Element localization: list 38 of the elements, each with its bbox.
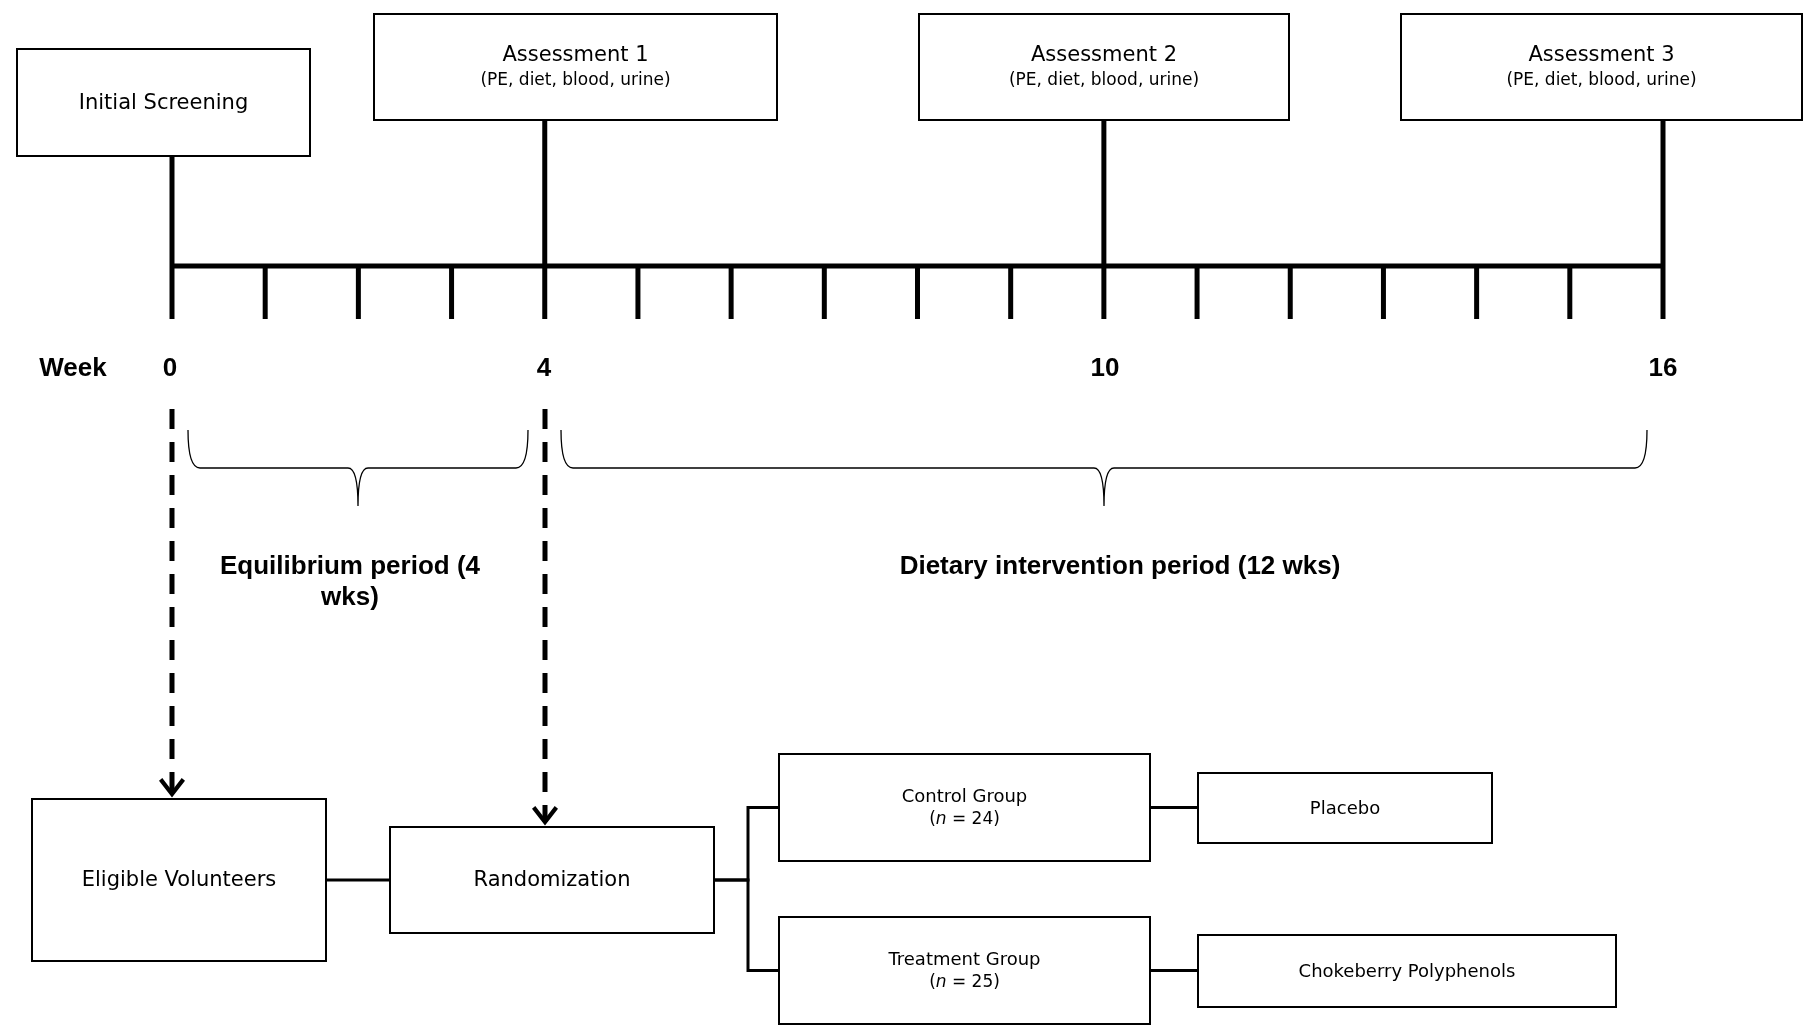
box-subtitle: (n = 25) — [929, 970, 1000, 994]
process-box — [918, 13, 1290, 121]
process-box — [1400, 13, 1803, 121]
period-label: Dietary intervention period (12 wks) — [898, 550, 1342, 581]
box-subtitle: (PE, diet, blood, urine) — [1008, 68, 1200, 92]
box-title: Initial Screening — [78, 88, 249, 116]
process-box — [16, 48, 311, 157]
box-title: Treatment Group — [888, 946, 1041, 971]
connector-line — [1151, 806, 1197, 809]
process-box — [31, 798, 327, 962]
process-box — [778, 753, 1151, 862]
box-title: Chokeberry Polyphenols — [1298, 959, 1516, 983]
week-number: 10 — [1089, 352, 1121, 383]
connector-line — [715, 878, 778, 972]
connector-line — [1151, 969, 1197, 972]
week-number: 16 — [1647, 352, 1679, 383]
process-box — [389, 826, 715, 934]
connector-line — [327, 878, 389, 882]
dashed-arrow — [531, 409, 559, 825]
week-label: Week — [38, 352, 108, 383]
period-label: Equilibrium period (4 wks) — [219, 550, 481, 612]
box-subtitle: (PE, diet, blood, urine) — [480, 68, 671, 92]
box-title: Assessment 1 — [502, 41, 649, 68]
process-box — [1197, 772, 1493, 844]
box-title: Placebo — [1309, 796, 1381, 820]
box-subtitle: (PE, diet, blood, urine) — [1506, 68, 1697, 92]
box-title: Assessment 2 — [1031, 41, 1177, 68]
box-title: Control Group — [901, 783, 1028, 808]
process-box — [1197, 934, 1617, 1008]
week-number: 4 — [535, 352, 553, 383]
box-title: Randomization — [473, 866, 631, 894]
box-title: Assessment 3 — [1528, 41, 1675, 68]
process-box — [778, 916, 1151, 1025]
week-number: 0 — [161, 352, 179, 383]
dashed-arrow — [158, 409, 186, 797]
box-title: Eligible Volunteers — [81, 866, 277, 894]
process-box — [373, 13, 778, 121]
box-subtitle: (n = 24) — [929, 807, 1000, 831]
